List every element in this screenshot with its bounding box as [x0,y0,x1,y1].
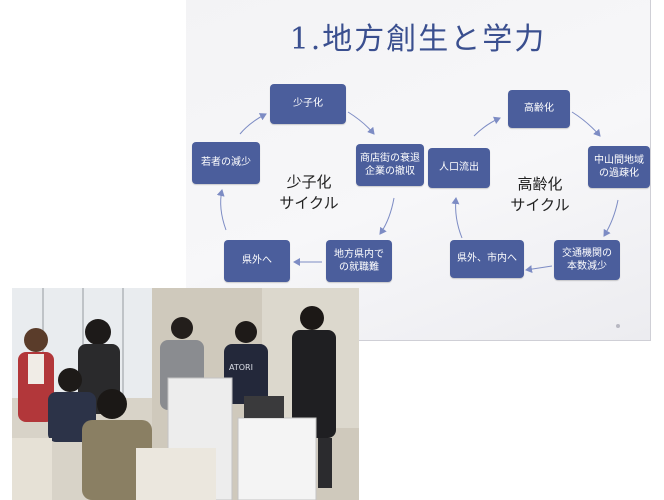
arrow-left-5 [239,113,267,135]
label-koureika-cycle: 高齢化 サイクル [510,175,570,214]
label-shoushika-cycle: 少子化 サイクル [279,173,339,212]
arrow-right-3 [525,265,553,274]
classroom-photo-illustration: ATORI [12,288,359,500]
node-shoushika: 少子化 [270,84,346,124]
presentation-slide: 1.地方創生と学力 少子化 商店街の衰退 企業の撤収 地方県内で の就職難 県外… [186,0,651,341]
person-red-jacket [18,328,54,422]
classroom-photo: ATORI [12,288,359,500]
arrow-right-5 [473,116,501,137]
node-chusankan: 中山間地域 の過疎化 [588,146,650,188]
arrow-right-4 [451,197,463,239]
person-navy-sweatshirt: ATORI [224,321,268,404]
arrow-left-2 [379,197,395,235]
node-kotsukikan: 交通機関の 本数減少 [554,240,620,280]
node-koureika: 高齢化 [508,90,570,128]
arrow-right-2 [603,199,619,237]
jersey-text: ATORI [229,363,253,372]
node-wakamono: 若者の減少 [192,142,260,184]
node-kengai: 県外へ [224,240,290,282]
arrow-left-4 [216,189,227,231]
arrow-right-1 [571,111,601,137]
node-shotengai: 商店街の衰退 企業の撤収 [356,144,424,186]
node-kengai-shinai: 県外、市内へ [450,240,524,278]
node-jinkouryushutsu: 人口流出 [428,148,490,188]
slide-title: 1.地方創生と学力 [289,22,547,57]
slide-decoration-dot [616,324,620,328]
arrow-left-1 [347,111,375,135]
node-shushokunan: 地方県内で の就職難 [326,240,392,282]
cycle-arrows [216,111,619,274]
person-khaki-jacket [82,389,152,500]
